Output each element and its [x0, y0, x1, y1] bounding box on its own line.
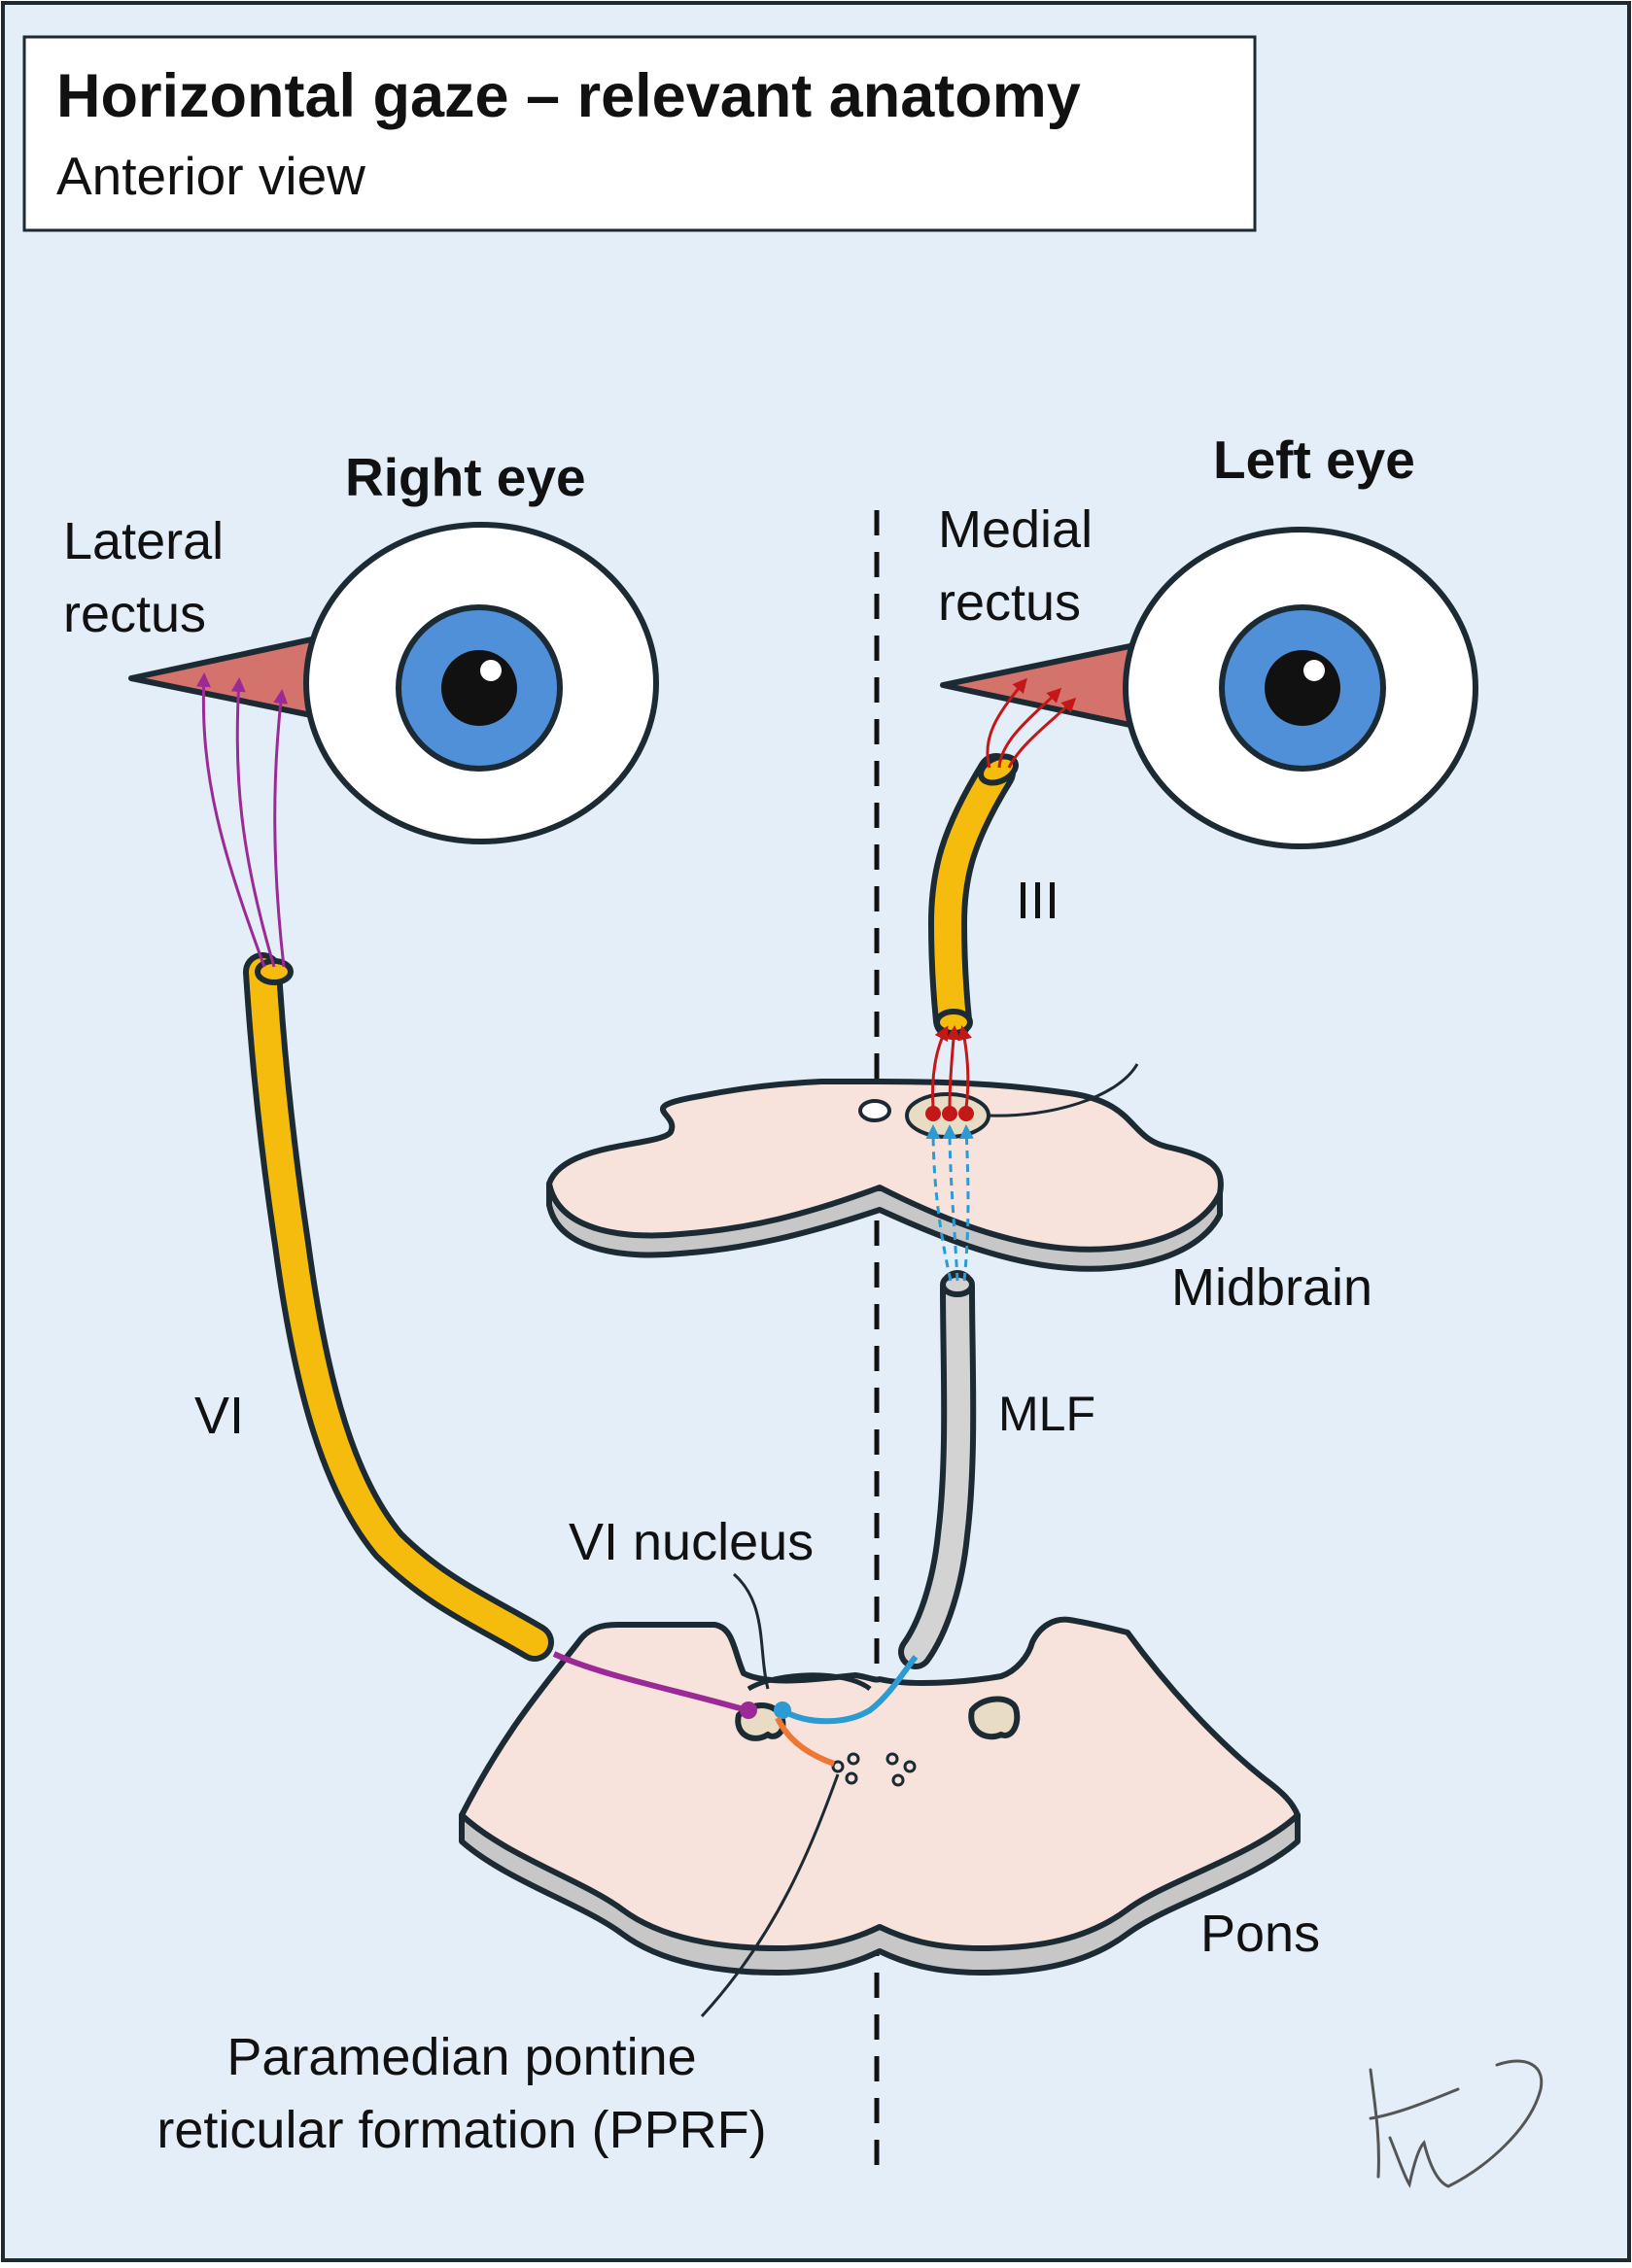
oculomotor-nerve-iii	[927, 753, 1019, 1040]
pons-label: Pons	[1200, 1905, 1320, 1963]
medial-rectus-label-line1: Medial	[938, 500, 1093, 559]
pprf-label-line1: Paramedian pontine	[226, 2028, 696, 2086]
vi-nucleus-motor-neuron	[740, 1701, 757, 1719]
cerebral-aqueduct	[858, 1099, 891, 1122]
lateral-rectus-label-line1: Lateral	[63, 512, 224, 570]
left-eye-label: Left eye	[1213, 430, 1415, 490]
diagram-title: Horizontal gaze – relevant anatomy	[56, 62, 1081, 130]
iii-fibers-to-muscle	[986, 677, 1077, 769]
left-eye	[940, 527, 1478, 849]
pprf-pointer	[700, 1773, 840, 2018]
vi-nucleus-pointer	[733, 1572, 770, 1690]
vi-fibers	[195, 672, 289, 968]
midbrain-label: Midbrain	[1171, 1258, 1372, 1317]
right-pupil	[441, 650, 517, 726]
pprf-fiber	[775, 1716, 836, 1767]
nerve-iii-label: III	[1016, 872, 1059, 930]
right-eye-label: Right eye	[345, 447, 586, 507]
iii-nucleus-pointer	[989, 1063, 1139, 1117]
vi-nerve-root-fiber	[552, 1651, 747, 1713]
lateral-rectus-label-line2: rectus	[63, 585, 206, 643]
iii-fibers-to-nerve	[931, 1025, 972, 1109]
mlf-label: MLF	[998, 1387, 1095, 1441]
pprf-label-line2: reticular formation (PPRF)	[156, 2101, 766, 2159]
title-box: Horizontal gaze – relevant anatomy Anter…	[22, 35, 1257, 232]
nerve-vi-label: VI	[194, 1387, 244, 1445]
internuclear-neuron	[774, 1701, 791, 1719]
mlf-fibers	[925, 1124, 974, 1282]
signature	[1369, 2059, 1544, 2188]
medial-rectus-label-line2: rectus	[938, 573, 1081, 632]
diagram-subtitle: Anterior view	[56, 146, 365, 206]
left-pupil	[1265, 650, 1340, 726]
pons-section	[459, 1616, 1301, 1976]
vi-nucleus-label: VI nucleus	[569, 1513, 814, 1571]
internuclear-fiber	[781, 1655, 919, 1725]
pprf-neurons	[831, 1752, 917, 1787]
left-vi-nucleus	[968, 1696, 1021, 1740]
